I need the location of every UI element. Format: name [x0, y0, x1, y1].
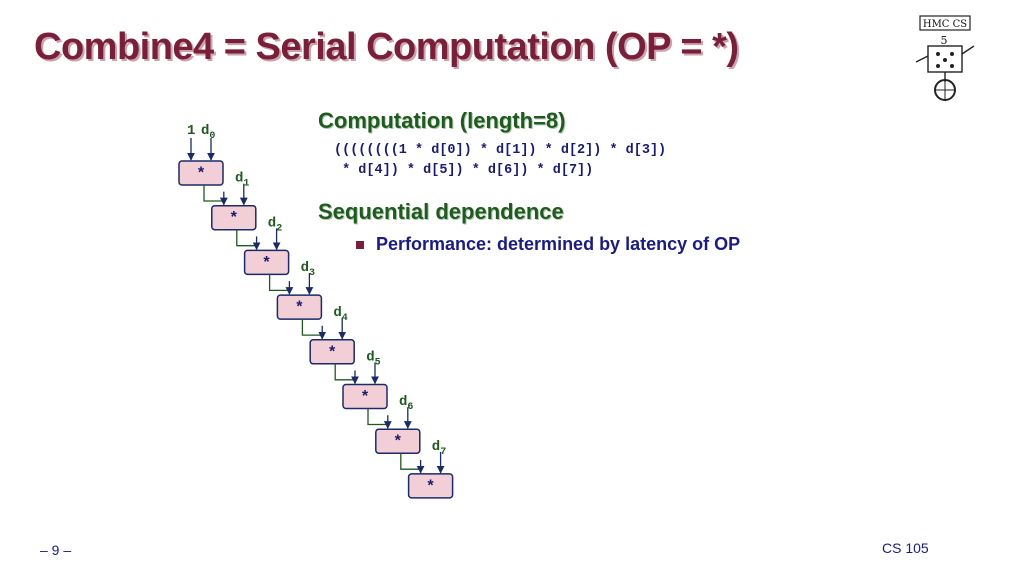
- input-label-1: d1: [235, 171, 249, 190]
- slide-title: Combine4 = Serial Computation (OP = *): [34, 26, 739, 68]
- chain-line-2: [268, 274, 290, 292]
- chain-line-6: [400, 453, 421, 470]
- bullet-item: Performance: determined by latency of OP: [356, 234, 740, 255]
- input-label-6: d6: [399, 394, 413, 413]
- op-symbol-7: *: [426, 478, 436, 496]
- op-symbol-3: *: [295, 299, 305, 317]
- op-box-0: [178, 160, 224, 186]
- op-symbol-0: *: [196, 165, 206, 183]
- op-box-6: [375, 428, 421, 454]
- op-symbol-2: *: [262, 254, 272, 272]
- op-symbol-6: *: [393, 433, 403, 451]
- op-symbol-5: *: [360, 389, 370, 407]
- square-bullet-icon: [356, 240, 364, 249]
- chain-line-1: [236, 229, 257, 247]
- bullet-text: Performance: determined by latency of OP: [376, 234, 741, 254]
- input-label-2: d2: [268, 215, 282, 234]
- op-symbol-1: *: [229, 210, 239, 228]
- op-box-5: [342, 383, 388, 410]
- input-label-5: d5: [366, 350, 380, 369]
- computation-code-line-2: * d[4]) * d[5]) * d[6]) * d[7]): [334, 163, 594, 178]
- chain-line-0: [203, 185, 224, 202]
- page-number: – 9 –: [40, 542, 72, 558]
- op-box-1: [211, 204, 257, 231]
- op-box-2: [243, 249, 290, 276]
- input-label-0: d0: [201, 123, 215, 142]
- chain-line-4: [334, 363, 355, 381]
- chain-line-3: [301, 319, 323, 336]
- hmc-cs-logo: HMC CS 5: [915, 15, 975, 101]
- logo-text: HMC CS: [923, 19, 967, 30]
- computation-heading: Computation (length=8): [318, 108, 566, 133]
- course-label: CS 105: [882, 540, 929, 556]
- dependence-heading: Sequential dependence: [318, 199, 564, 224]
- op-box-4: [309, 339, 355, 365]
- initial-value-label: 1: [187, 123, 195, 139]
- input-label-4: d4: [333, 305, 347, 324]
- computation-code-line-1: ((((((((1 * d[0]) * d[1]) * d[2]) * d[3]…: [334, 143, 667, 158]
- svg-text:5: 5: [941, 34, 948, 47]
- chain-line-5: [367, 408, 388, 426]
- op-box-3: [276, 294, 323, 320]
- input-label-7: d7: [432, 439, 446, 458]
- input-label-3: d3: [301, 260, 315, 279]
- op-box-7: [407, 473, 454, 499]
- op-symbol-4: *: [327, 344, 337, 362]
